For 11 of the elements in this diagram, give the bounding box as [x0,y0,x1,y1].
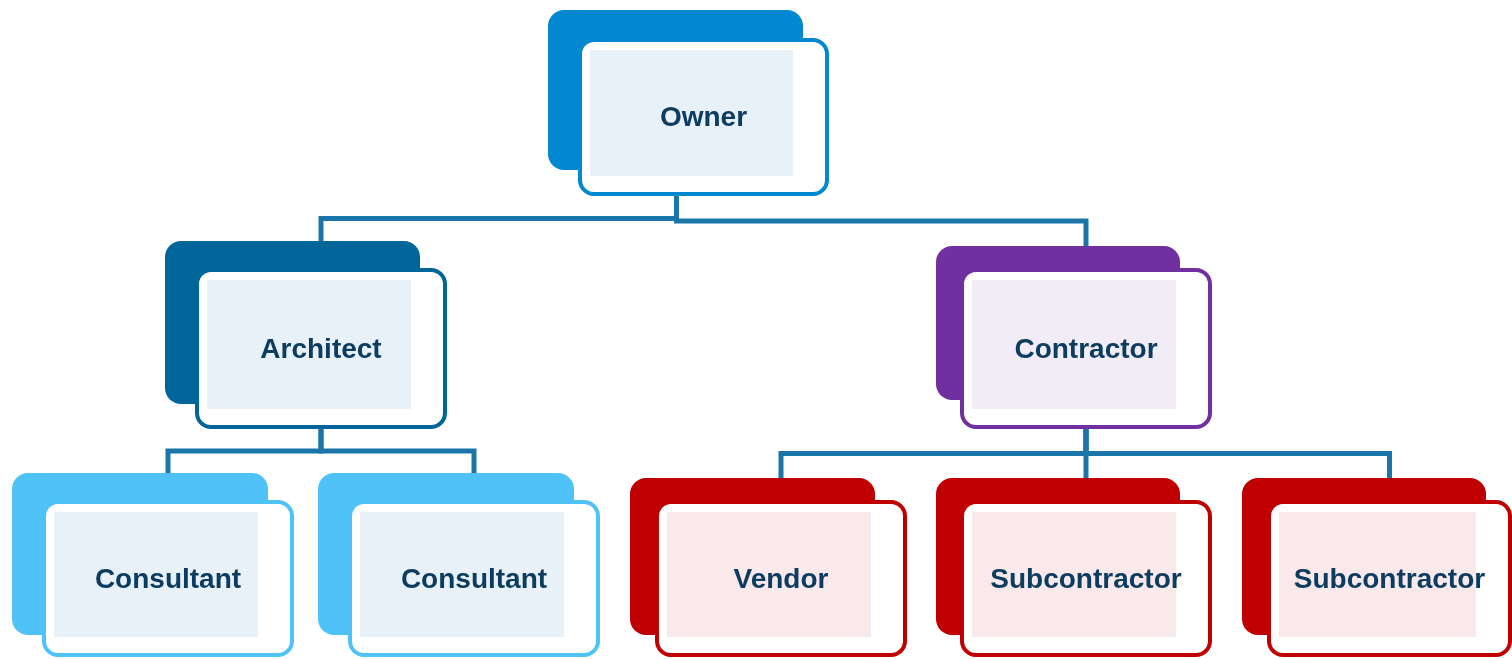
connector-line [674,196,1089,246]
role-label: Vendor [733,562,829,595]
role-label: Consultant [94,562,242,595]
role-label: Subcontractor [1293,562,1486,595]
role-label: Owner [659,101,748,133]
role-label: Subcontractor [990,562,1182,595]
connector-line [318,429,477,473]
role-label: Consultant [400,562,548,595]
connector-line [1083,429,1392,478]
role-label: Contractor [1014,332,1158,365]
role-label: Architect [260,332,382,365]
